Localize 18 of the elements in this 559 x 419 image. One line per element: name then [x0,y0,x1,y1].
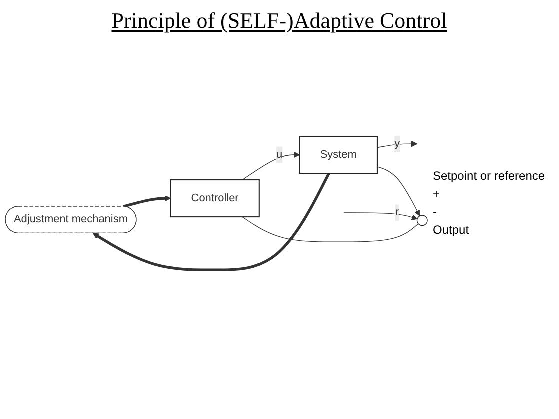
node-box: System [299,136,378,174]
arrow [122,196,171,208]
arrow [242,152,300,180]
arrow [377,166,420,216]
arrow [377,141,418,148]
arrow [92,172,330,272]
diagram-title: Principle of (SELF-)Adaptive Control [110,8,448,34]
signal-label: Output [433,223,470,237]
node-circle [416,215,428,226]
signal-label: - [433,205,438,219]
signal-label: + [433,187,442,201]
edge-label: u [276,148,283,160]
arrow [343,212,418,220]
signal-label: Setpoint or reference [433,169,546,183]
edge-label: r [396,206,400,218]
connector [242,216,419,242]
edge-label: y [394,138,400,150]
node-box: Controller [170,180,260,218]
